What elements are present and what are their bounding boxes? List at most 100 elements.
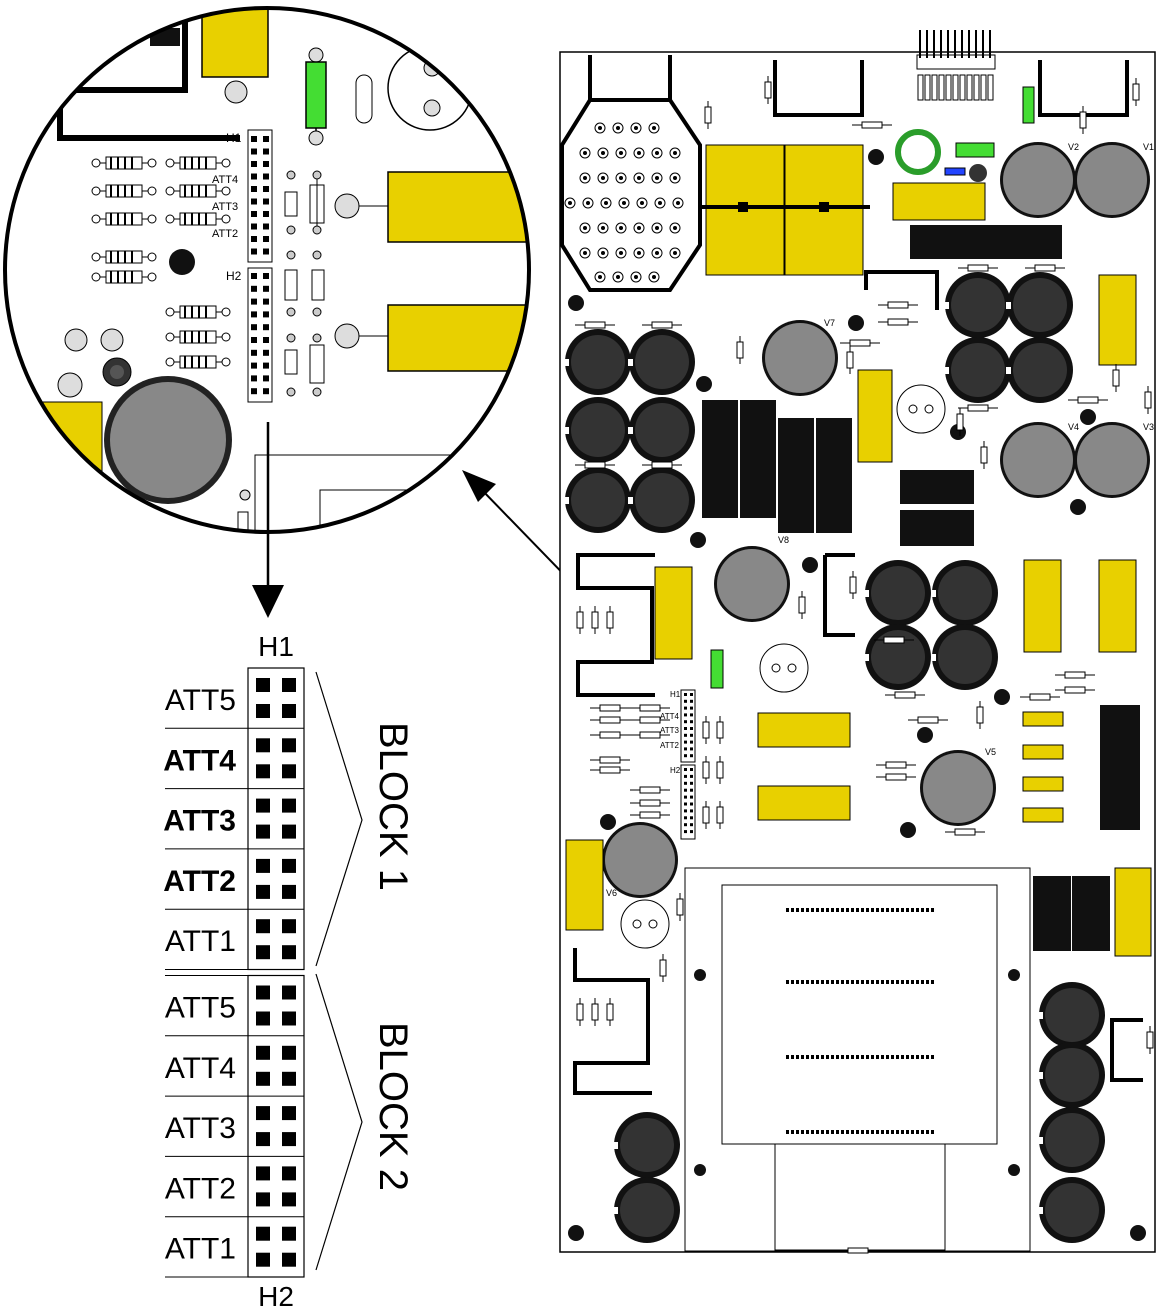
header-pin: [251, 375, 257, 382]
resistor-body: [736, 341, 744, 359]
header-pin: [263, 186, 269, 192]
transformer-pin: [901, 1055, 904, 1059]
transformer-pin: [821, 1130, 824, 1134]
header-pin: [684, 706, 687, 710]
heatsink-pad-center: [583, 226, 587, 230]
mounting-hole: [568, 295, 584, 311]
resistor-body: [584, 461, 606, 469]
transformer-pin: [911, 1130, 914, 1134]
resistor-body: [883, 636, 905, 644]
resistor-pad: [91, 214, 101, 224]
power-resistor: [778, 418, 814, 533]
valve-glass: [717, 549, 787, 619]
jumper-pin: [256, 764, 270, 779]
resistor-body: [1132, 83, 1140, 101]
resistor-body: [885, 761, 907, 769]
header-pin: [690, 774, 693, 778]
transformer-pin: [926, 1055, 929, 1059]
header-pin: [263, 136, 269, 142]
header-pin: [263, 324, 269, 331]
jumper-pin: [256, 1106, 270, 1121]
resistor-body: [1077, 396, 1099, 404]
jumper-row-label: ATT2: [163, 865, 236, 898]
heatsink-pad-center: [598, 126, 602, 130]
header-pin: [690, 727, 693, 730]
electrolytic-mark: [1038, 1207, 1043, 1214]
jumper-pin: [282, 1045, 296, 1060]
resistor-body: [967, 264, 989, 272]
jumper-pin: [256, 738, 270, 753]
header-pin: [263, 198, 269, 205]
transformer-pin: [861, 1055, 864, 1059]
electrolytic-mark: [944, 302, 949, 309]
heatsink-hex: [560, 98, 702, 292]
header-pin: [690, 754, 693, 758]
resistor-body: [764, 81, 772, 99]
valve-glass: [1003, 145, 1073, 215]
transformer-pin: [881, 1055, 884, 1059]
resistor-body: [639, 786, 661, 794]
valve-glass: [1077, 425, 1147, 495]
heatsink-pad-center: [598, 275, 602, 279]
detail-header-h1-label: H1: [258, 631, 294, 662]
jumper-pin: [282, 1166, 296, 1181]
transformer-pin: [806, 1055, 809, 1059]
header-pin: [251, 136, 257, 142]
transformer-pin: [911, 1055, 914, 1059]
transformer-pin: [871, 1130, 874, 1134]
transformer-pin: [836, 1130, 839, 1134]
valve-glass: [1077, 145, 1147, 215]
transformer-pin: [796, 908, 799, 912]
transformer-pin: [896, 980, 899, 984]
header-pin: [263, 273, 269, 279]
transformer-pin: [821, 908, 824, 912]
resistor-body: [639, 731, 661, 739]
header-pin: [690, 713, 693, 717]
power-resistor: [702, 400, 738, 518]
heatsink-pad-center: [619, 176, 623, 180]
transformer-pin: [931, 908, 934, 912]
heatsink-pad-center: [652, 126, 656, 130]
mag-header-h1-label: H1: [226, 131, 242, 145]
jumper-pin: [256, 1132, 270, 1147]
transformer-pin: [856, 980, 859, 984]
film-capacitor: [654, 566, 693, 660]
resistor-pad: [221, 307, 231, 317]
heatsink-pad-center: [637, 251, 641, 255]
resistor-pad: [91, 252, 101, 262]
transformer-pin: [836, 908, 839, 912]
valve-label-v8: V8: [778, 535, 789, 545]
resistor-body: [954, 828, 976, 836]
header-pin: [263, 173, 269, 180]
header-pin: [690, 768, 693, 771]
film-capacitor: [387, 304, 529, 372]
resistor-body: [676, 898, 684, 916]
mounting-hole: [1130, 1225, 1146, 1241]
mag-att4-label: ATT4: [212, 174, 238, 186]
transformer-pin: [846, 1055, 849, 1059]
header-pin: [684, 713, 687, 717]
jumper-pin: [256, 919, 270, 934]
transformer-pin: [891, 908, 894, 912]
electrolytic-top: [620, 1118, 674, 1172]
mounting-hole: [694, 1164, 706, 1176]
header-pin: [251, 285, 257, 292]
transformer-pin: [861, 908, 864, 912]
transformer-pin: [906, 980, 909, 984]
electrolytic-top: [1045, 1183, 1099, 1237]
resistor-body: [1034, 264, 1056, 272]
resistor-pad: [165, 214, 175, 224]
resistor-body: [651, 461, 673, 469]
transformer-pin: [791, 1130, 794, 1134]
jumper-pin: [282, 1106, 296, 1121]
electrolytic-mark: [1038, 1137, 1043, 1144]
resistor-pad: [221, 332, 231, 342]
header-pin: [690, 706, 693, 710]
jumper-pin: [256, 1071, 270, 1086]
header-pin: [684, 754, 687, 758]
resistor-pad: [91, 158, 101, 168]
heatsink-pad-center: [616, 126, 620, 130]
resistor-body: [599, 704, 621, 712]
mounting-hole: [900, 822, 916, 838]
heatsink-pad-center: [658, 201, 662, 205]
